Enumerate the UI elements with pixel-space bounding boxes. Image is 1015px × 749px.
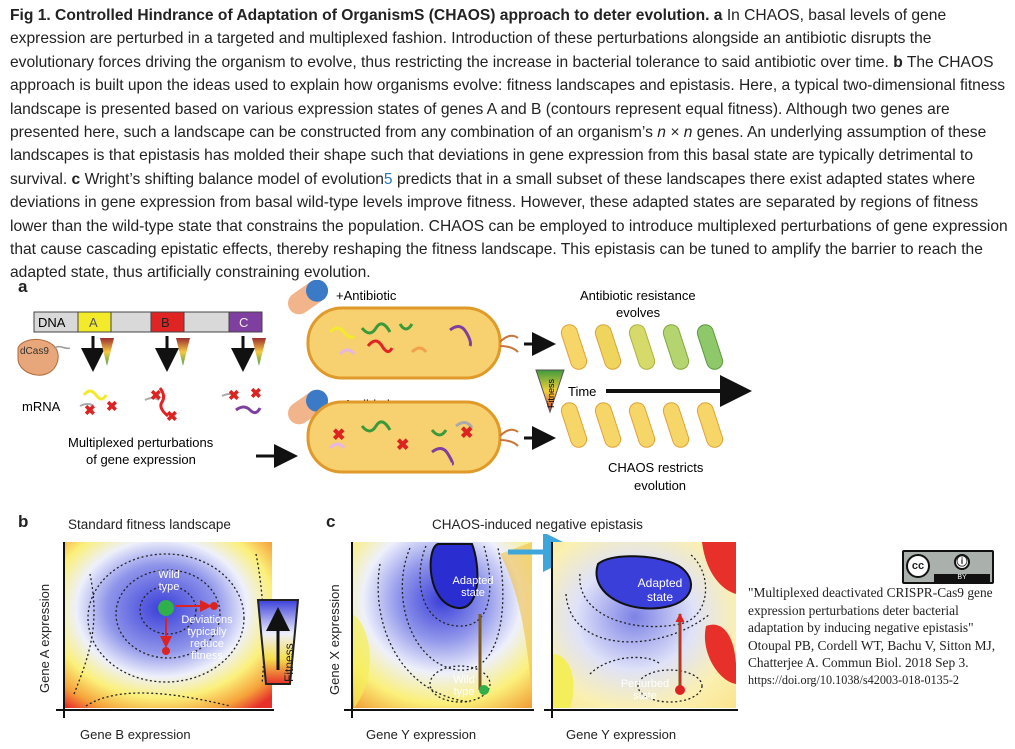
panel-c-label: c (326, 512, 336, 531)
caption-key-c: c (71, 170, 81, 188)
caption-text-a: In CHAOS, basal levels of gene expressio… (10, 7, 947, 71)
caption-key-a: a (713, 7, 723, 24)
bacterium-top (306, 306, 519, 380)
fitness-triangle-label: Fitness (546, 378, 556, 408)
citation-doi-link[interactable]: https://doi.org/10.1038/s42003-018-0135-… (748, 672, 960, 687)
cc-icon: cc (906, 554, 930, 578)
contours-b (73, 553, 265, 707)
svg-text:✖: ✖ (106, 398, 118, 414)
citation-block: "Multiplexed deactivated CRISPR-Cas9 gen… (748, 584, 1010, 690)
svg-text:✖: ✖ (228, 387, 240, 403)
svg-text:✖: ✖ (332, 427, 345, 444)
restrict-label-1: CHAOS restricts (608, 460, 704, 475)
svg-text:✖: ✖ (166, 408, 178, 424)
svg-text:✖: ✖ (396, 437, 409, 454)
perturbed-state-label: Perturbed state (620, 678, 670, 702)
antibiotic-pill-top (287, 280, 329, 315)
caption-math-nxn: n × n (657, 124, 693, 142)
mrna-cross-marks: ✖✖ ✖✖ ✖✖ (84, 385, 262, 424)
attribution-person-icon: ⓘ (954, 554, 970, 570)
panel-a-figure: DNA A B C dCas9 ✖✖ ✖✖ ✖✖ mRNA Multiplexe… (17, 280, 752, 493)
panel-c-xlabel-right: Gene Y expression (566, 727, 677, 742)
gene-b-label: B (161, 315, 170, 330)
restrict-label-2: evolution (634, 478, 686, 493)
adapted-state-label-right: Adapted state (637, 576, 683, 604)
caption-text-c: Wright’s shifting balance model of evolu… (84, 170, 384, 188)
panel-c-ylabel: Gene X expression (327, 584, 342, 695)
antibiotic-top-label: +Antibiotic (336, 288, 397, 303)
time-label: Time (568, 384, 596, 399)
svg-text:✖: ✖ (250, 385, 262, 401)
panel-c-xlabel-left: Gene Y expression (366, 727, 477, 742)
perturbations-label-1: Multiplexed perturbations (68, 435, 214, 450)
evolving-cells (560, 324, 724, 370)
restricted-cells (560, 402, 724, 448)
gene-c-label: C (239, 315, 248, 330)
caption-text-b2: genes. An underlying assumption of these… (10, 124, 987, 188)
panel-b-xlabel: Gene B expression (80, 727, 191, 742)
wild-type-label-b: Wild type (158, 569, 180, 593)
dna-label: DNA (38, 315, 66, 330)
caption-text-c2: predicts that in a small subset of these… (10, 170, 1008, 282)
perturbations-label-2: of gene expression (86, 452, 196, 467)
panel-b-landscape (56, 542, 300, 718)
by-label: BY (934, 574, 990, 582)
wild-type-label-c: Wild type (453, 674, 475, 698)
dcas9-label: dCas9 (20, 346, 49, 357)
mrna-glyphs (79, 387, 262, 418)
fitness-bar-label: Fitness (282, 643, 296, 682)
bacterium-bottom: ✖ ✖ ✖ (306, 400, 519, 474)
svg-text:✖: ✖ (150, 387, 162, 403)
svg-text:✖: ✖ (84, 402, 96, 418)
cc-by-license-badge[interactable]: cc ⓘ BY (902, 550, 994, 584)
panel-c-landscapes (344, 534, 738, 718)
svg-text:✖: ✖ (460, 425, 473, 442)
gene-a-label: A (89, 315, 98, 330)
caption-text-b: The CHAOS approach is built upon the ide… (10, 53, 1006, 142)
caption-reference-link[interactable]: 5 (383, 170, 393, 188)
repression-arrows (81, 336, 266, 372)
panel-b-title: Standard fitness landscape (68, 517, 231, 532)
panel-b-label: b (18, 512, 29, 531)
adapted-state-label-left: Adapted state (452, 575, 494, 599)
deviations-label: Deviations typically reduce fitness (181, 614, 233, 662)
figure-caption: Fig 1. Controlled Hindrance of Adaptatio… (10, 4, 1008, 285)
caption-fig-label: Fig 1. Controlled Hindrance of Adaptatio… (10, 7, 710, 24)
panel-a-label: a (18, 277, 28, 296)
mrna-label: mRNA (22, 399, 61, 414)
fitness-triangle (535, 369, 565, 414)
resistance-label-2: evolves (616, 305, 661, 320)
caption-key-b: b (893, 53, 903, 71)
panel-c-title: CHAOS-induced negative epistasis (432, 517, 643, 532)
panel-b-ylabel: Gene A expression (37, 583, 52, 693)
citation-text: "Multiplexed deactivated CRISPR-Cas9 gen… (748, 585, 996, 671)
dna-bar (33, 311, 263, 333)
antibiotic-pill-bottom (287, 389, 329, 425)
resistance-label-1: Antibiotic resistance (580, 288, 696, 303)
dcas9-icon (17, 339, 71, 376)
